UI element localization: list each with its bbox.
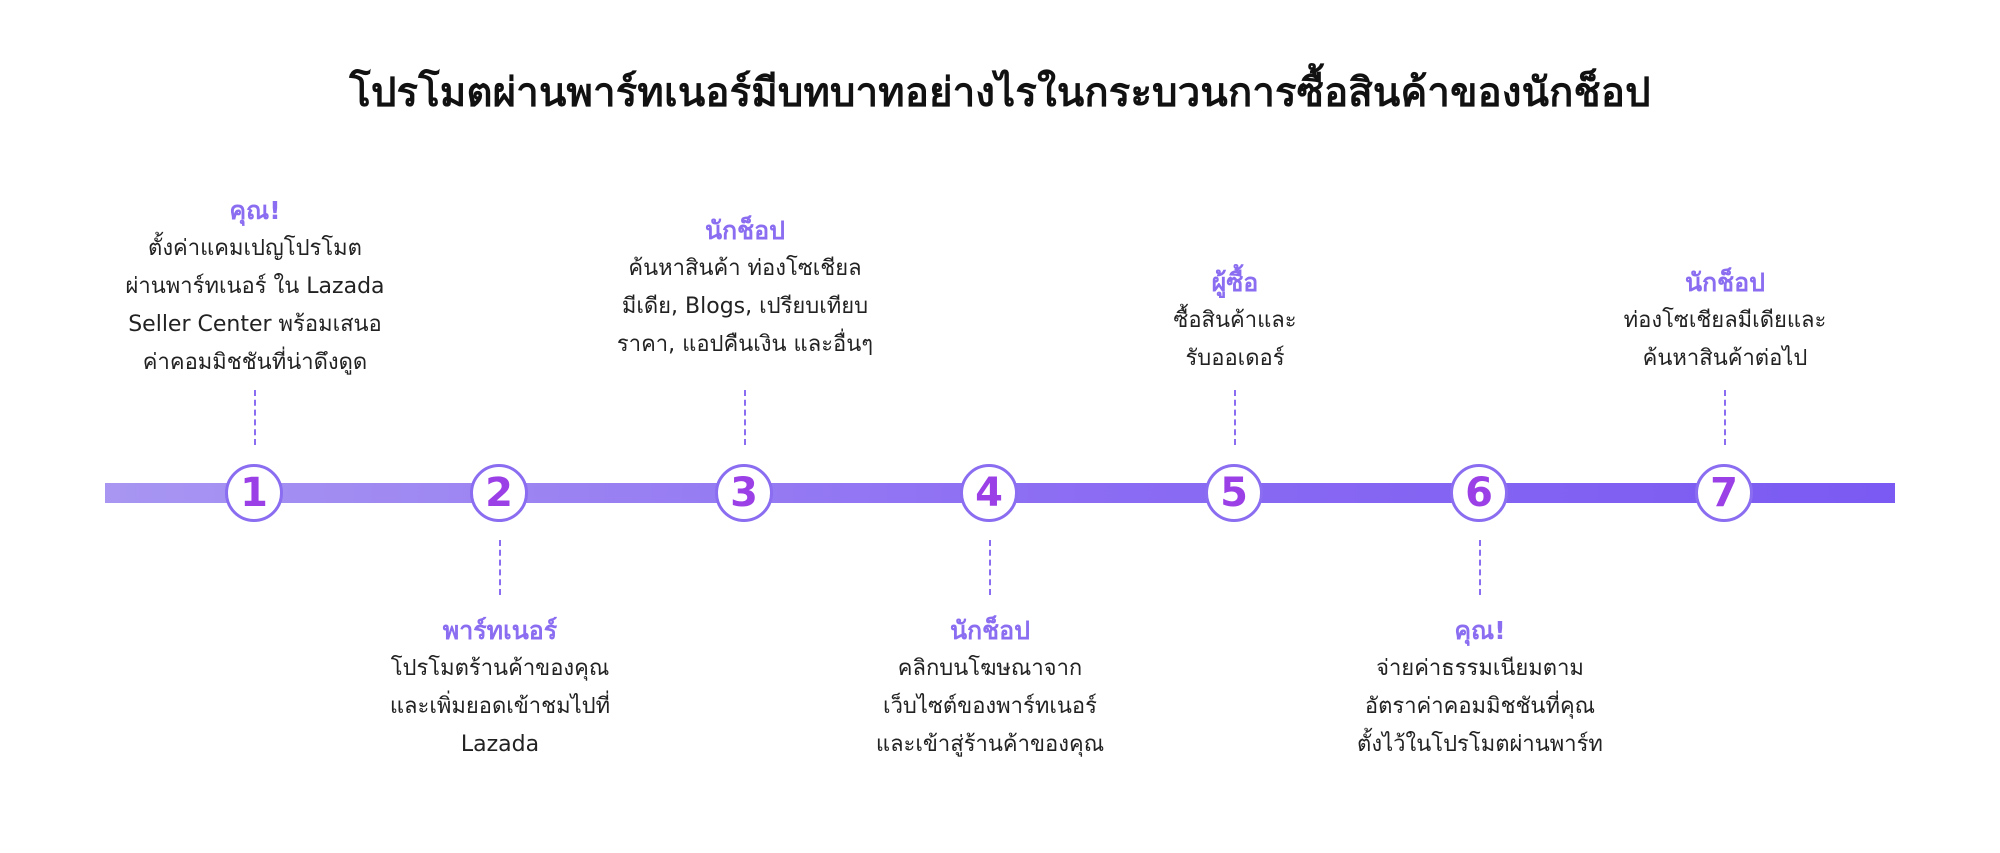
step-6-desc-line-2: อัตราค่าคอมมิชชันที่คุณ [1364, 694, 1596, 719]
step-2-desc-line-1: โปรโมตร้านค้าของคุณ [390, 656, 610, 681]
step-3-desc-line-1: ค้นหาสินค้า ท่องโซเชียล [628, 256, 862, 281]
diagram-title: โปรโมตผ่านพาร์ทเนอร์มีบทบาทอย่างไรในกระบ… [349, 70, 1651, 116]
step-5-label: ผู้ซื้อ [1211, 268, 1259, 297]
step-3-desc-line-2: มีเดีย, Blogs, เปรียบเทียบ [621, 294, 869, 319]
connector-5 [1234, 390, 1236, 445]
connector-7 [1724, 390, 1726, 445]
step-6-desc-line-3: ตั้งไว้ในโปรโมตผ่านพาร์ท [1357, 732, 1603, 757]
step-4-label: นักช็อป [949, 616, 1031, 645]
step-7-text: นักช็อป ท่องโซเชียลมีเดียและ ค้นหาสินค้า… [1575, 264, 1875, 378]
step-7-circle: 7 [1695, 464, 1753, 522]
step-6-label: คุณ! [1454, 616, 1506, 645]
step-7-desc-line-1: ท่องโซเชียลมีเดียและ [1623, 308, 1827, 333]
step-2-text: พาร์ทเนอร์ โปรโมตร้านค้าของคุณ และเพิ่มย… [350, 612, 650, 764]
step-6-desc-line-1: จ่ายค่าธรรมเนียมตาม [1376, 656, 1584, 681]
step-1-number: 1 [240, 470, 268, 516]
step-1-desc-line-4: ค่าคอมมิชชันที่น่าดึงดูด [142, 350, 368, 375]
step-5-text: ผู้ซื้อ ซื้อสินค้าและ รับออเดอร์ [1085, 264, 1385, 378]
step-1-circle: 1 [225, 464, 283, 522]
step-6-number: 6 [1465, 470, 1493, 516]
step-7-number: 7 [1710, 470, 1738, 516]
step-1-desc-line-2: ผ่านพาร์ทเนอร์ ใน Lazada [125, 274, 385, 299]
step-2-desc-line-3: Lazada [460, 732, 540, 757]
step-1-desc-line-3: Seller Center พร้อมเสนอ [128, 312, 382, 337]
step-2-circle: 2 [470, 464, 528, 522]
connector-4 [989, 540, 991, 595]
step-3-text: นักช็อป ค้นหาสินค้า ท่องโซเชียล มีเดีย, … [595, 212, 895, 364]
step-3-label: นักช็อป [704, 216, 786, 245]
step-7-desc-line-2: ค้นหาสินค้าต่อไป [1642, 346, 1808, 371]
step-3-desc-line-3: ราคา, แอปคืนเงิน และอื่นๆ [616, 332, 874, 357]
step-4-desc-line-1: คลิกบนโฆษณาจาก [897, 656, 1083, 681]
connector-6 [1479, 540, 1481, 595]
connector-1 [254, 390, 256, 445]
connector-2 [499, 540, 501, 595]
step-5-desc-line-2: รับออเดอร์ [1185, 346, 1285, 371]
step-4-desc-line-3: และเข้าสู่ร้านค้าของคุณ [875, 732, 1105, 757]
step-1-label: คุณ! [229, 196, 281, 225]
step-2-desc-line-2: และเพิ่มยอดเข้าชมไปที่ [389, 694, 611, 719]
step-2-number: 2 [485, 470, 513, 516]
connector-3 [744, 390, 746, 445]
step-5-desc-line-1: ซื้อสินค้าและ [1173, 308, 1297, 333]
step-3-number: 3 [730, 470, 758, 516]
step-1-text: คุณ! ตั้งค่าแคมเปญโปรโมต ผ่านพาร์ทเนอร์ … [105, 192, 405, 382]
step-5-number: 5 [1220, 470, 1248, 516]
step-4-text: นักช็อป คลิกบนโฆษณาจาก เว็บไซต์ของพาร์ทเ… [840, 612, 1140, 764]
step-4-desc-line-2: เว็บไซต์ของพาร์ทเนอร์ [883, 694, 1097, 719]
step-4-circle: 4 [960, 464, 1018, 522]
step-4-number: 4 [975, 470, 1003, 516]
step-5-circle: 5 [1205, 464, 1263, 522]
step-7-label: นักช็อป [1684, 268, 1766, 297]
step-2-label: พาร์ทเนอร์ [442, 616, 558, 645]
step-6-circle: 6 [1450, 464, 1508, 522]
step-3-circle: 3 [715, 464, 773, 522]
step-6-text: คุณ! จ่ายค่าธรรมเนียมตาม อัตราค่าคอมมิชช… [1330, 612, 1630, 764]
step-1-desc-line-1: ตั้งค่าแคมเปญโปรโมต [148, 236, 362, 261]
